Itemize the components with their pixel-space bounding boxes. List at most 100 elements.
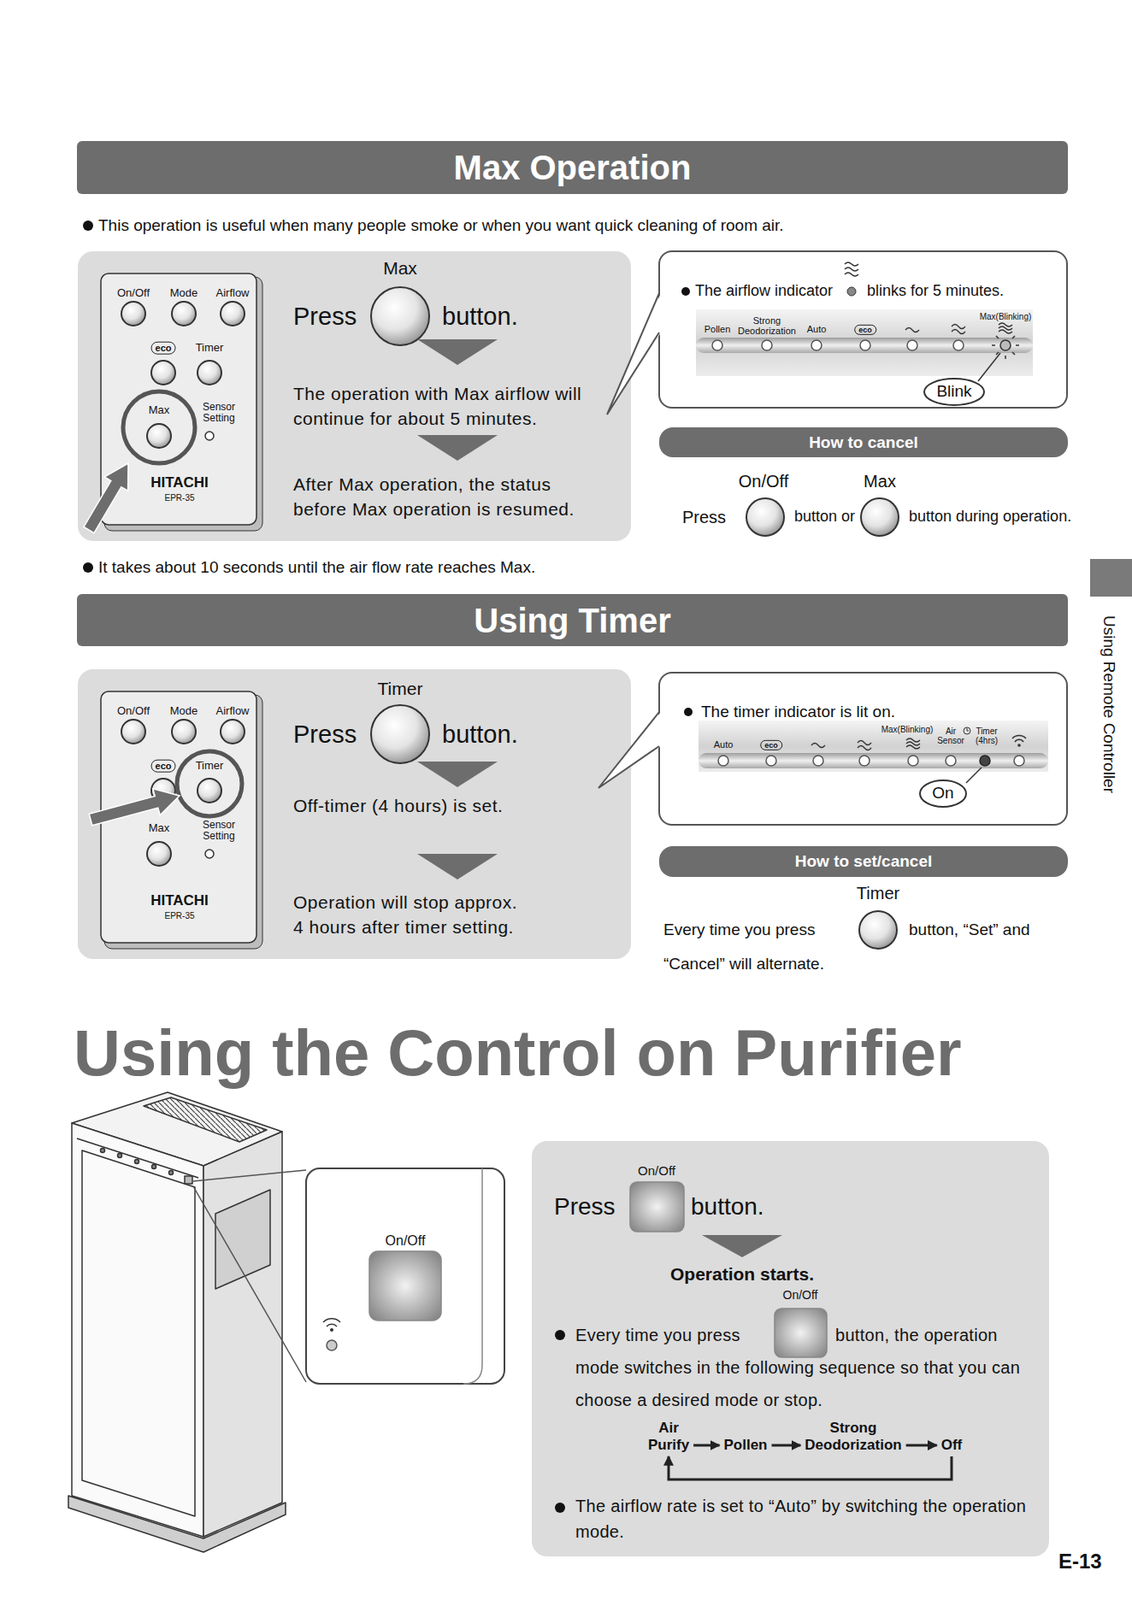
- line-art: [695, 337, 1033, 354]
- text-label: Mode: [170, 704, 199, 719]
- text-label: The operation with Max airflow will cont…: [293, 381, 584, 431]
- text-label: EPR-35: [164, 493, 195, 504]
- line-art: [701, 1235, 783, 1258]
- line-art: [978, 353, 1001, 382]
- text-label: Pollen: [704, 324, 732, 336]
- line-art: [598, 712, 660, 789]
- line-art: [774, 1308, 827, 1358]
- line-art: [117, 1154, 123, 1159]
- text-label: Off-timer (4 hours) is set.: [293, 795, 503, 817]
- text-label: On/Off: [117, 286, 150, 301]
- note-text: Max: [863, 471, 897, 492]
- text-label: Press: [293, 301, 357, 332]
- remote-drawing: [100, 691, 263, 950]
- note-text: Press: [682, 507, 726, 528]
- line-art: [83, 463, 129, 534]
- line-art: [184, 1176, 193, 1185]
- flow-arrow: [693, 1444, 720, 1448]
- text-label: On/Off: [117, 704, 150, 719]
- text-label: On/Off: [385, 1232, 426, 1250]
- text-label: Press: [554, 1192, 616, 1222]
- line-art: [718, 755, 729, 767]
- line-art: [169, 1171, 174, 1176]
- line-art: [463, 1168, 483, 1385]
- text-label: Using Timer: [473, 600, 671, 642]
- line-art: [203, 1132, 283, 1538]
- line-art: [1014, 755, 1025, 767]
- zoom-leader: [193, 1170, 307, 1383]
- text-label: The timer indicator is lit on.: [701, 702, 896, 723]
- flow-arrow: [668, 1456, 952, 1480]
- mode-step: Pollen: [723, 1437, 767, 1455]
- callout-oval: Blink: [923, 377, 985, 407]
- line-art: [417, 435, 498, 461]
- text-label: Press: [293, 719, 357, 750]
- air-purifier-drawing: [68, 1092, 286, 1553]
- text-label: eco: [151, 760, 177, 773]
- note-text: It takes about 10 seconds until the air …: [98, 558, 536, 578]
- line-art: [945, 755, 956, 767]
- text-label: Air Sensor: [933, 726, 968, 746]
- line-art: [135, 1160, 140, 1165]
- line-art: [859, 911, 897, 950]
- line-art: [844, 262, 859, 277]
- indicator-callout: The timer indicator is lit on.AutoecoMax…: [658, 672, 1068, 826]
- line-art: [88, 789, 180, 826]
- text-label: Air Purify: [648, 1420, 690, 1455]
- line-art: [712, 340, 964, 351]
- subheading-band: How to cancel: [659, 427, 1068, 458]
- line-art: [695, 309, 1033, 377]
- text-label: After Max operation, the status before M…: [293, 471, 584, 522]
- text-label: Max(Blinking): [881, 725, 934, 736]
- note-text: button, “Set” and “Cancel” will alternat…: [663, 913, 1040, 982]
- line-art: [607, 293, 661, 415]
- line-art: [71, 1123, 204, 1538]
- page-number: E-13: [1058, 1550, 1103, 1575]
- line-art: [371, 705, 430, 764]
- line-art: [100, 1149, 106, 1154]
- flow-arrow: [906, 1444, 938, 1448]
- text-label: button, the operation mode switches in t…: [575, 1319, 1038, 1417]
- line-art: [811, 738, 920, 751]
- text-label: Operation starts.: [670, 1263, 814, 1286]
- remote-control: On/OffModeAirflowecoTimerMaxSensor Setti…: [100, 273, 263, 531]
- oval-shape: [924, 378, 985, 406]
- step-panel: MaxPressbutton.The operation with Max ai…: [77, 251, 631, 542]
- line-art: [766, 755, 777, 767]
- callout-oval: On: [919, 779, 967, 808]
- text-label: Blink: [936, 382, 972, 402]
- text-label: Operation will stop approx. 4 hours afte…: [293, 890, 533, 940]
- note-text: button during operation.: [908, 507, 1072, 527]
- line-art: [905, 323, 1013, 335]
- side-tab-label: Using Remote Controller: [1099, 615, 1120, 794]
- line-art: [417, 854, 498, 880]
- line-art: [847, 287, 856, 296]
- step-panel: On/OffPressbutton.Operation starts.On/Of…: [531, 1141, 1050, 1557]
- line-art: [630, 1182, 684, 1233]
- section-band: Using Timer: [76, 594, 1068, 647]
- text-label: On: [931, 784, 954, 804]
- line-art: [176, 751, 242, 817]
- line-art: [712, 340, 723, 351]
- page-heading: Using the Control on Purifier: [73, 1014, 962, 1092]
- text-label: The airflow indicator: [695, 282, 833, 301]
- text-label: Strong Deodorization: [804, 1420, 902, 1455]
- line-art: [152, 1165, 157, 1170]
- note-text: Every time you press: [663, 920, 815, 941]
- line-art: [1017, 743, 1021, 748]
- line-art: [100, 273, 263, 531]
- text-label: How to cancel: [808, 432, 919, 453]
- line-art: [718, 755, 1025, 767]
- text-label: HITACHI: [150, 474, 209, 492]
- line-art: [859, 755, 870, 767]
- line-art: [100, 691, 263, 950]
- line-art: [68, 1496, 286, 1553]
- line-art: [953, 340, 964, 351]
- oval-shape: [919, 780, 967, 808]
- mode-step: Air Purify: [648, 1420, 690, 1455]
- text-label: Pollen: [723, 1437, 767, 1455]
- text-label: eco: [854, 324, 877, 336]
- line-art: [681, 287, 690, 296]
- text-label: On/Off: [637, 1163, 676, 1180]
